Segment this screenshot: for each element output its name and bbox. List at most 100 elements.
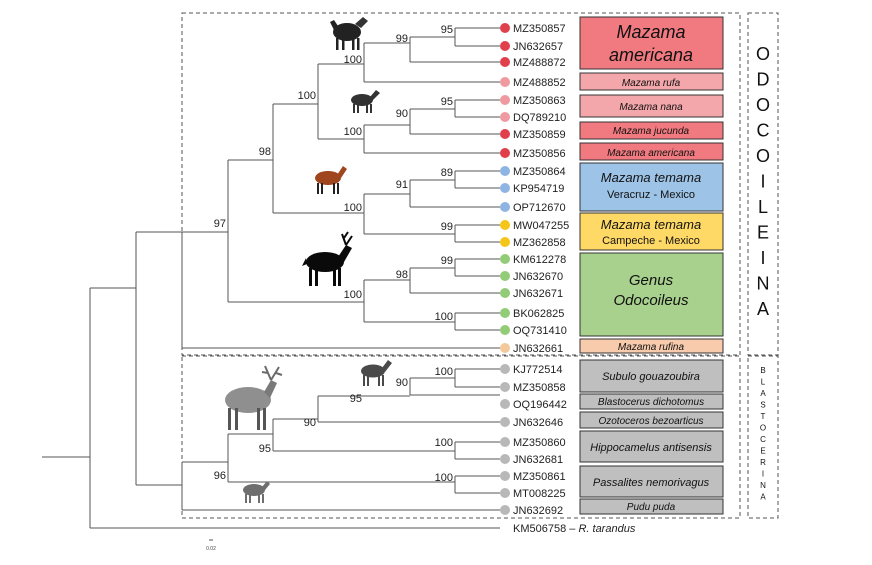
tip-marker [500,364,510,374]
bootstrap-value: 95 [441,96,453,108]
tip-accession: MZ350858 [513,382,566,394]
clade-sublabel: Campeche - Mexico [602,235,700,247]
clade-label: Subulo gouazoubira [602,371,700,383]
clade-box-mazama-nana [579,94,724,118]
clade-box-subulo [579,359,724,393]
bootstrap-value: 100 [435,437,453,449]
bootstrap-value: 100 [344,54,362,66]
bootstrap-value: 90 [396,377,408,389]
group-frames [181,12,779,519]
odocoileina-letter: A [757,299,769,319]
odocoileina-letter: O [756,44,770,64]
bootstrap-value: 98 [259,146,271,158]
clade-label: Mazama americana [607,148,695,159]
tip-marker [500,488,510,498]
tip-marker [500,129,510,139]
blastocerina-letter: C [760,435,766,444]
clade-label: Odocoileus [613,292,689,309]
tip-marker [500,417,510,427]
bootstrap-value: 100 [298,90,316,102]
odocoileina-letter: L [758,197,768,217]
clade-boxes [579,16,724,515]
tip-marker [500,288,510,298]
blastocerina-letter: L [761,378,766,387]
tip-marker [500,95,510,105]
bootstrap-value: 99 [441,221,453,233]
tip-marker [500,308,510,318]
tip-accession: MZ350856 [513,148,566,160]
blastocerina-frame [181,355,741,519]
clade-box-mazama-jucunda [579,121,724,140]
bootstrap-value: 98 [396,269,408,281]
tip-marker [500,220,510,230]
blastocerina-letter: A [760,389,766,398]
clade-labels: Mazama americana Mazama rufa Mazama nana… [590,22,712,513]
tip-marker [500,77,510,87]
clade-box-temama-campeche [579,212,724,251]
clade-label: Mazama jucunda [613,126,690,137]
clade-box-pudu [579,498,724,515]
clade-box-hippocamelus [579,430,724,463]
bootstrap-value: 100 [435,366,453,378]
tip-marker [500,202,510,212]
clade-label: Pudu puda [627,502,676,513]
clade-label: Blastocerus dichotomus [598,397,704,408]
clade-box-passalites [579,465,724,498]
tip-marker [500,271,510,281]
bootstrap-value: 97 [214,218,226,230]
bootstrap-value: 100 [344,202,362,214]
tip-accession: OP712670 [513,202,566,214]
tip-accession: DQ789210 [513,112,566,124]
clade-label: americana [609,45,693,65]
bootstrap-value: 99 [396,33,408,45]
pudu-icon [243,481,270,503]
bootstrap-value: 90 [396,108,408,120]
tip-marker [500,325,510,335]
tip-accession: KJ772514 [513,364,563,376]
outgroup-accession: KM506758 [513,523,566,535]
white-tailed-deer-icon [302,231,353,286]
tip-accession: OQ731410 [513,325,567,337]
clade-box-ozotoceros [579,411,724,429]
scale-bar: 0.02 [206,539,216,552]
odocoileina-letter: E [757,223,769,243]
tip-marker [500,505,510,515]
odocoileina-letter: O [756,95,770,115]
tip-marker [500,166,510,176]
bootstrap-value: 96 [214,470,226,482]
tree-branches [42,27,500,529]
blastocerina-letter: I [762,470,764,479]
clade-box-mazama-rufina [579,338,724,354]
tip-marker [500,57,510,67]
tip-accession: MZ350864 [513,166,566,178]
tip-accession: MZ488872 [513,57,566,69]
tip-accession: JN632692 [513,505,563,517]
tip-marker [500,454,510,464]
bootstrap-value: 91 [396,179,408,191]
clade-label: Genus [629,272,674,289]
odocoileina-letter: O [756,146,770,166]
tip-marker [500,183,510,193]
blastocerina-label-frame [747,355,779,519]
blastocerina-letter: S [760,401,765,410]
outgroup-label: KM506758 – R. tarandus [513,523,636,535]
blastocerina-letter: T [761,412,766,421]
tip-marker [500,343,510,353]
odocoileina-letter: N [757,274,770,294]
odocoileina-letter: I [760,248,765,268]
tip-accession: MZ350861 [513,471,566,483]
tip-accession: KP954719 [513,183,564,195]
clade-label: Ozotoceros bezoarticus [598,416,703,427]
tip-accession: OQ196442 [513,399,567,411]
bootstrap-value: 90 [304,417,316,429]
tip-accession: MZ350859 [513,129,566,141]
clade-box-mazama-americana-small [579,142,724,161]
tip-accession: BK062825 [513,308,564,320]
odocoileina-letter: C [757,121,770,141]
odocoileina-frame [181,12,741,356]
tip-marker [500,399,510,409]
tip-accession: MT008225 [513,488,566,500]
tip-marker [500,237,510,247]
